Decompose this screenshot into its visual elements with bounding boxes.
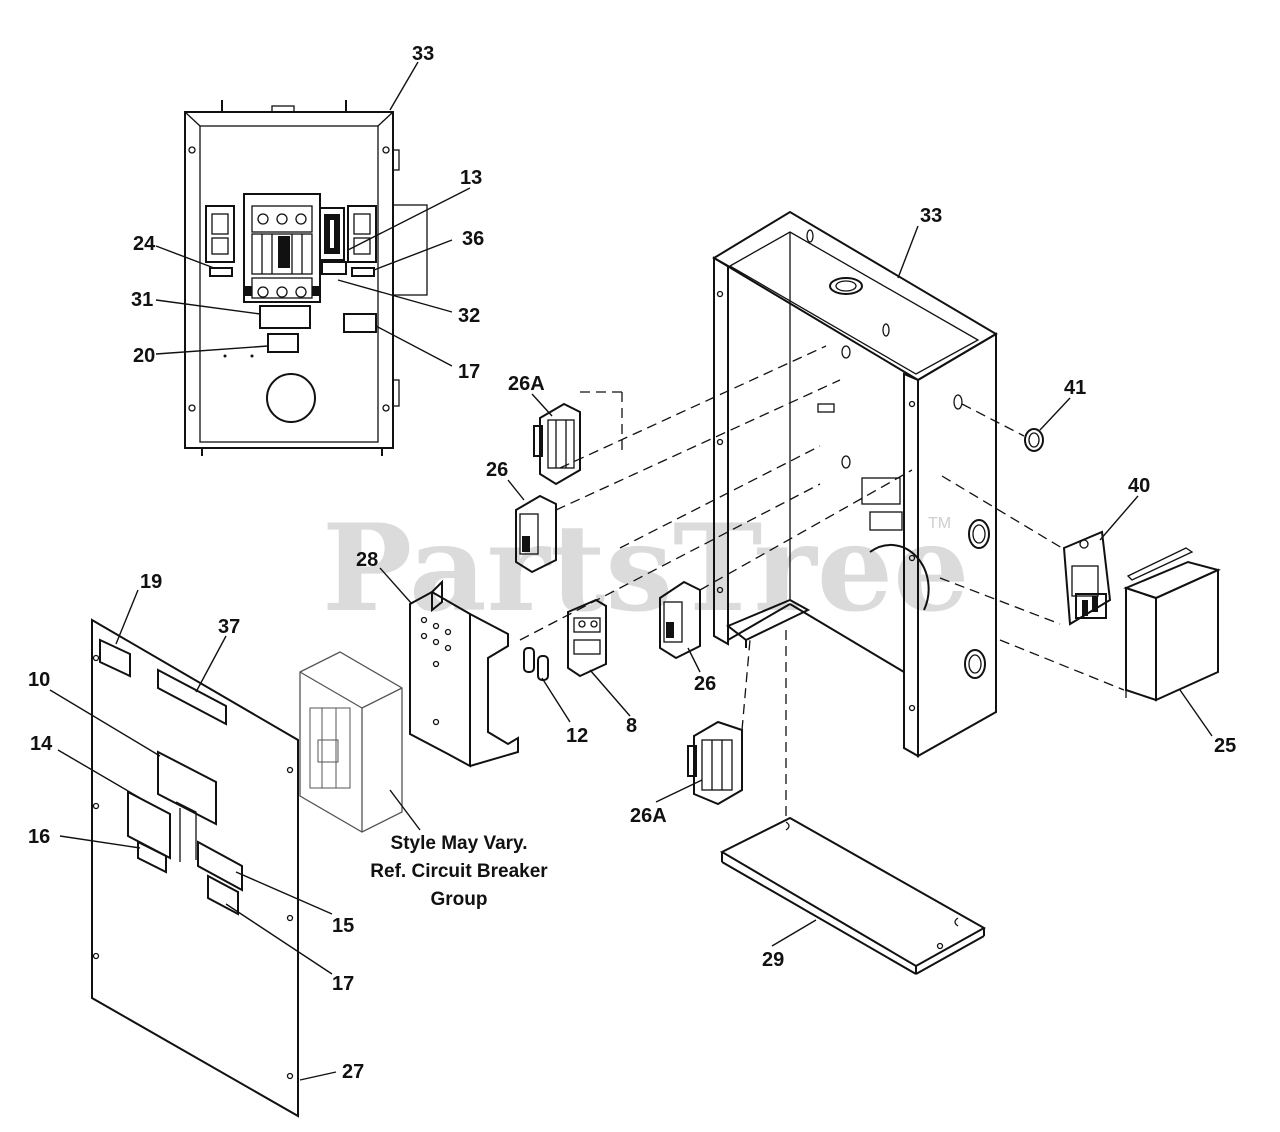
callout-41: 41: [1064, 377, 1086, 399]
bracket-26a-bottom: [687, 720, 743, 806]
door-panel: [91, 618, 299, 1118]
callout-24: 24: [133, 233, 156, 255]
grommet: [1024, 428, 1044, 452]
leader-lines: [49, 61, 1213, 1081]
callout-32: 32: [458, 305, 480, 327]
callouts: 33 13 24 36 31 32 20 17 33 26A 41 26 40 …: [28, 43, 1236, 1083]
mounting-plate: [409, 579, 519, 768]
callout-26a-top: 26A: [508, 373, 545, 395]
assembly-lines: [519, 345, 1125, 820]
watermark-trademark: TM: [928, 515, 951, 532]
callout-26-right: 26: [694, 673, 716, 695]
callout-8: 8: [626, 715, 637, 737]
callout-27: 27: [342, 1061, 364, 1083]
watermark: PartsTree TM: [322, 498, 969, 639]
callout-33-top: 33: [412, 43, 434, 65]
callout-26a-bottom: 26A: [630, 805, 667, 827]
style-note: Style May Vary. Ref. Circuit Breaker Gro…: [370, 833, 548, 910]
callout-20: 20: [133, 345, 155, 367]
callout-14: 14: [30, 733, 53, 755]
callout-13: 13: [460, 167, 482, 189]
relay-assembly: [1062, 530, 1112, 626]
callout-15: 15: [332, 915, 354, 937]
bracket-26-left: [515, 494, 557, 574]
assembled-enclosure: [184, 100, 428, 456]
callout-29: 29: [762, 949, 784, 971]
note-line-1: Style May Vary.: [391, 833, 528, 854]
callout-40: 40: [1128, 475, 1150, 497]
callout-37: 37: [218, 616, 240, 638]
control-box: [1123, 547, 1221, 702]
bottom-plate: [719, 816, 987, 975]
callout-19: 19: [140, 571, 162, 593]
callout-31: 31: [131, 289, 153, 311]
watermark-text: PartsTree: [322, 498, 969, 639]
note-line-3: Group: [431, 889, 488, 910]
note-line-2: Ref. Circuit Breaker: [370, 861, 548, 882]
callout-17-top: 17: [458, 361, 480, 383]
callout-25: 25: [1214, 735, 1236, 757]
callout-16: 16: [28, 826, 50, 848]
callout-17-bottom: 17: [332, 973, 354, 995]
callout-36: 36: [462, 228, 484, 250]
bracket-26a-top: [533, 402, 581, 486]
callout-33-right: 33: [920, 205, 942, 227]
callout-12: 12: [566, 725, 588, 747]
open-enclosure: [712, 210, 998, 758]
bracket-26-right: [659, 580, 701, 660]
callout-10: 10: [28, 669, 50, 691]
callout-26-left: 26: [486, 459, 508, 481]
circuit-breaker: [299, 651, 403, 833]
callout-28: 28: [356, 549, 378, 571]
fuses: [523, 647, 549, 681]
